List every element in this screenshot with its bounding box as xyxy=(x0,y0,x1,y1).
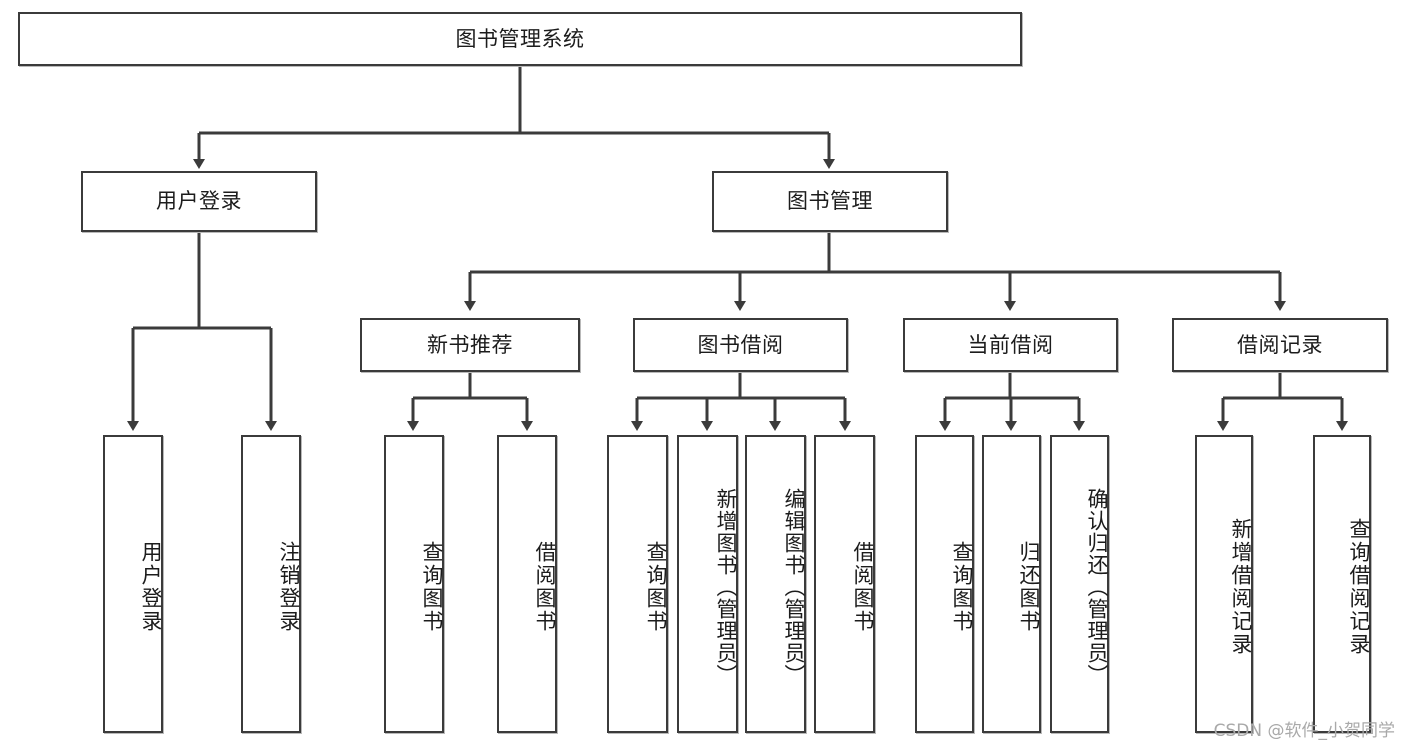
leaf-borrow-borrow-book[interactable]: 借阅图书 xyxy=(814,435,875,733)
node-label: 借阅记录 xyxy=(1237,332,1323,357)
node-root-system[interactable]: 图书管理系统 xyxy=(18,12,1022,66)
node-label: 查询借阅记录 xyxy=(1347,518,1371,656)
leaf-borrow-add-book-admin[interactable]: 新增图书（管理员） xyxy=(677,435,738,733)
node-label: 图书借阅 xyxy=(697,332,784,357)
node-label: 借阅图书 xyxy=(533,541,557,633)
node-new-book-recommend[interactable]: 新书推荐 xyxy=(360,318,580,372)
node-label: 图书管理 xyxy=(787,189,873,213)
leaf-user-login-login[interactable]: 用户登录 xyxy=(103,435,163,733)
node-label: 用户登录 xyxy=(139,541,163,633)
leaf-current-confirm-return-admin[interactable]: 确认归还（管理员） xyxy=(1050,435,1109,733)
leaf-current-query-book[interactable]: 查询图书 xyxy=(915,435,974,733)
node-book-management[interactable]: 图书管理 xyxy=(712,171,948,232)
node-label: 查询图书 xyxy=(950,541,974,633)
node-current-borrow[interactable]: 当前借阅 xyxy=(903,318,1118,372)
node-user-login[interactable]: 用户登录 xyxy=(81,171,317,232)
node-label: 归还图书 xyxy=(1017,541,1041,633)
node-book-borrow[interactable]: 图书借阅 xyxy=(633,318,848,372)
leaf-recommend-borrow-book[interactable]: 借阅图书 xyxy=(497,435,557,733)
node-label: 图书管理系统 xyxy=(455,26,585,51)
node-label: 查询图书 xyxy=(420,541,444,633)
node-label: 当前借阅 xyxy=(967,332,1054,357)
node-label: 新增图书（管理员） xyxy=(714,488,738,686)
node-borrow-record[interactable]: 借阅记录 xyxy=(1172,318,1388,372)
leaf-recommend-query-book[interactable]: 查询图书 xyxy=(384,435,444,733)
leaf-record-query-record[interactable]: 查询借阅记录 xyxy=(1313,435,1371,733)
node-label: 编辑图书（管理员） xyxy=(782,488,806,686)
csdn-watermark: CSDN @软件_小贺同学 xyxy=(1213,721,1395,741)
node-label: 新书推荐 xyxy=(427,332,513,357)
leaf-borrow-edit-book-admin[interactable]: 编辑图书（管理员） xyxy=(745,435,806,733)
leaf-borrow-query-book[interactable]: 查询图书 xyxy=(607,435,668,733)
leaf-user-login-logout[interactable]: 注销登录 xyxy=(241,435,301,733)
node-label: 用户登录 xyxy=(156,189,242,213)
node-label: 查询图书 xyxy=(644,541,668,633)
node-label: 借阅图书 xyxy=(851,541,875,633)
leaf-record-add-record[interactable]: 新增借阅记录 xyxy=(1195,435,1253,733)
node-label: 新增借阅记录 xyxy=(1229,518,1253,656)
node-label: 确认归还（管理员） xyxy=(1085,488,1109,686)
node-label: 注销登录 xyxy=(277,541,301,633)
leaf-current-return-book[interactable]: 归还图书 xyxy=(982,435,1041,733)
